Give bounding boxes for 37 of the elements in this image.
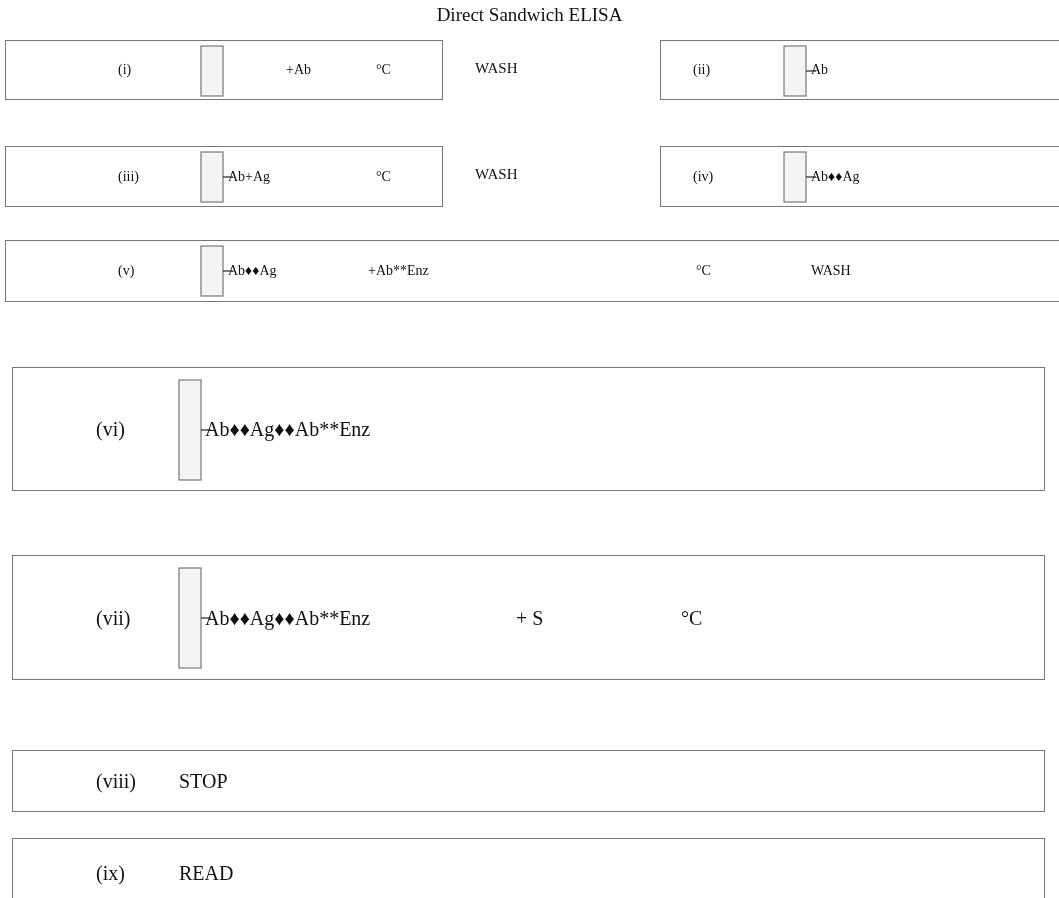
reagent-label: Ab♦♦Ag [228,263,277,279]
step-number: (v) [118,263,135,279]
step-box [660,146,1059,207]
step-instruction: WASH [475,60,518,77]
step-number: (ix) [96,861,125,885]
step-instruction: WASH [811,263,851,279]
temperature-label: °C [681,606,703,629]
step-number: (viii) [96,769,136,793]
step-box [12,367,1045,491]
reagent-label: Ab [811,62,829,78]
step-number: (vii) [96,606,131,629]
step-instruction: READ [179,861,234,885]
reagent-label: Ab+Ag [228,168,271,185]
step-number: (vi) [96,417,125,441]
reagent-label: +Ab**Enz [368,263,429,279]
step-number: (i) [118,62,132,78]
reagent-label: Ab♦♦Ag [811,168,860,185]
temperature-label: °C [376,168,391,185]
step-box [5,240,1059,302]
temperature-label: °C [376,62,391,78]
step-box [12,555,1045,680]
reagent-label: Ab♦♦Ag♦♦Ab**Enz [205,606,371,629]
step-number: (iv) [693,168,714,185]
step-box [12,838,1045,898]
step-instruction: STOP [179,769,228,793]
temperature-label: °C [696,263,711,279]
step-box [5,146,443,207]
reagent-label: +Ab [286,62,311,78]
step-instruction: WASH [475,166,518,183]
step-number: (ii) [693,62,711,78]
step-box [660,40,1059,100]
diagram-title: Direct Sandwich ELISA [435,4,624,26]
reagent-label: + S [516,606,544,629]
step-number: (iii) [118,168,139,185]
step-box [5,40,443,100]
reagent-label: Ab♦♦Ag♦♦Ab**Enz [205,417,371,441]
step-box [12,750,1045,812]
